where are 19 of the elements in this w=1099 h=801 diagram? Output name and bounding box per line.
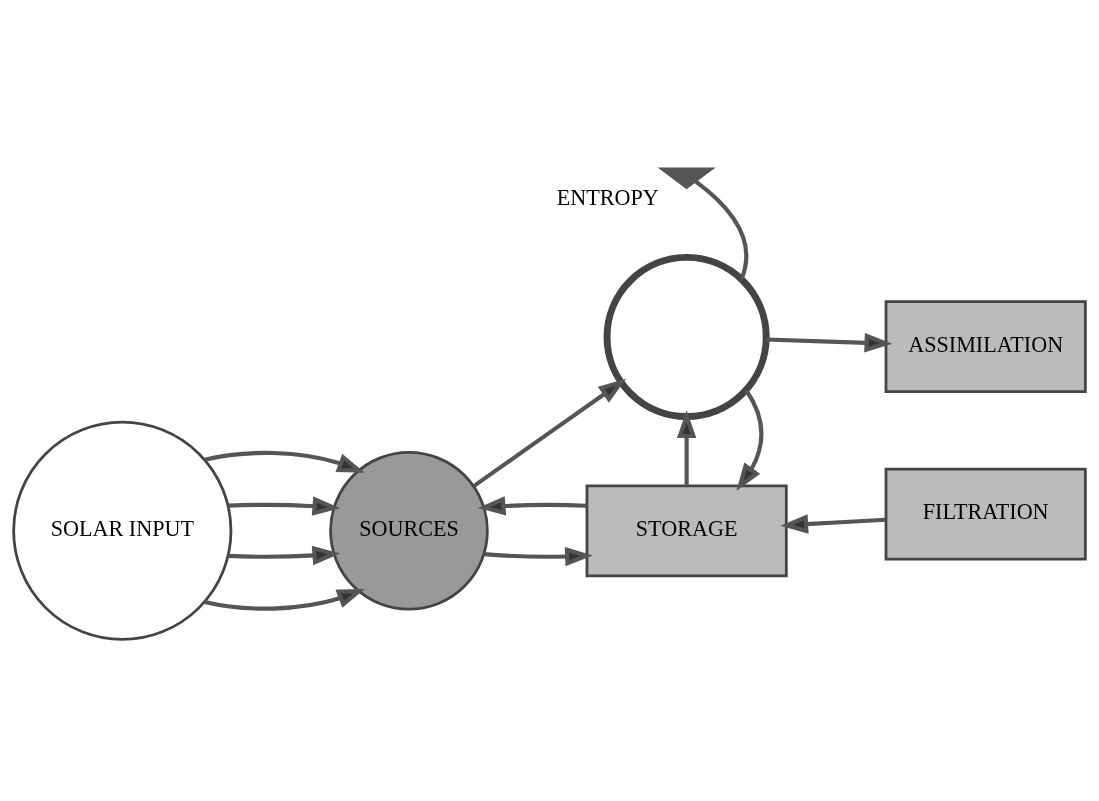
arrow (483, 546, 593, 566)
arrow (766, 332, 893, 352)
arrow (204, 450, 365, 473)
node-ground (657, 166, 716, 189)
arrow (228, 545, 341, 565)
arrow (204, 588, 365, 611)
node-label: ENTROPY (556, 184, 659, 210)
arrow (472, 378, 627, 488)
node-circle (603, 253, 770, 420)
arrow (477, 495, 587, 516)
node-box: ASSIMILATION (884, 299, 1087, 393)
arrow (736, 388, 764, 491)
node-box: STORAGE (585, 483, 788, 577)
node-circle: SOLAR INPUT (12, 420, 233, 641)
arrow (228, 495, 341, 516)
arrow (676, 409, 697, 486)
node-box: FILTRATION (884, 467, 1087, 561)
connector (694, 178, 749, 279)
arrow (780, 513, 886, 534)
